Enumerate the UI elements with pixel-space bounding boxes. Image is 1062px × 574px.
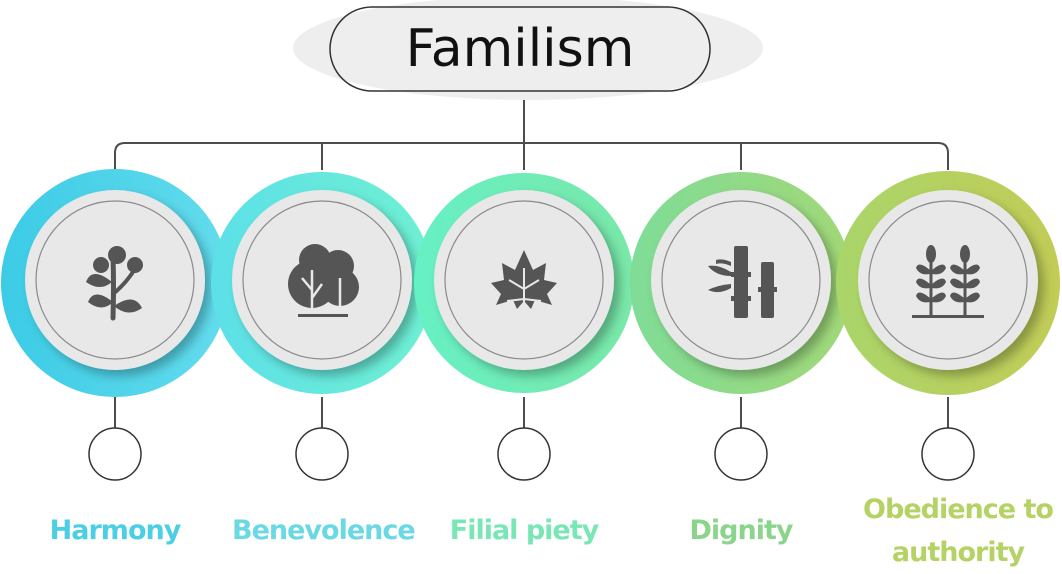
connector-tree [114,100,949,428]
bullet-circle-5 [921,427,975,481]
bus-line [114,142,949,170]
label-benevolence: Benevolence [232,515,416,546]
maple-leaf-icon [491,250,557,320]
ring-5 [836,171,1060,395]
bullet-circle-4 [714,427,768,481]
berry-branch-icon [86,246,143,321]
diagram-title: Familism [405,19,635,79]
label-obedience-line-1: Obedience to [863,494,1054,525]
label-obedience-line-2: authority [891,537,1025,568]
bullet-circle-3 [497,427,551,481]
bullet-circle-2 [295,427,349,481]
wheat-icon [912,245,984,318]
bullet-circle-1 [88,427,142,481]
label-filial-piety: Filial piety [449,515,599,546]
tree-icon [288,244,359,317]
label-harmony: Harmony [49,515,182,546]
title-pill [329,6,711,92]
title-backdrop [293,0,763,100]
bamboo-icon [708,246,777,318]
label-dignity: Dignity [689,515,794,546]
